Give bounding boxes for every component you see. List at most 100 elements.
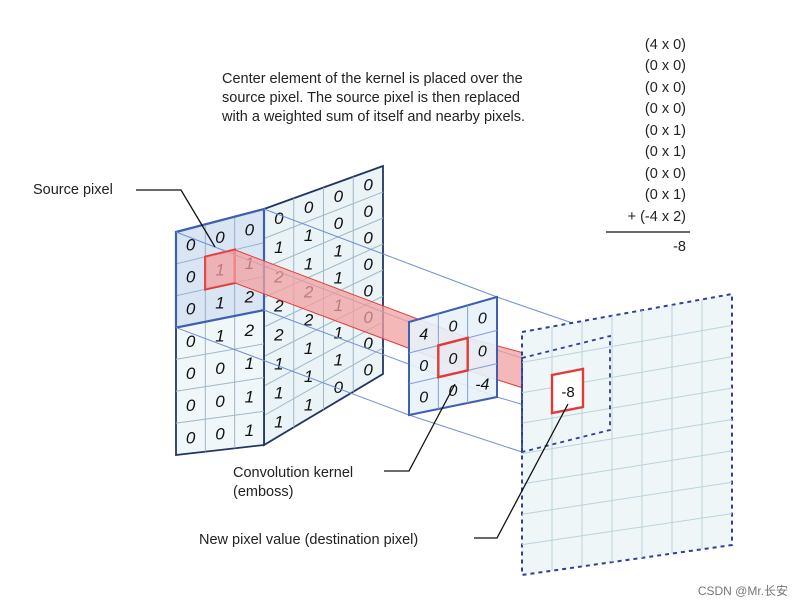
source-front-value: 0 [186, 396, 196, 415]
equation-term: (0 x 1) [644, 123, 686, 139]
projection-line [408, 414, 523, 453]
kernel-value: 0 [419, 358, 428, 375]
source-back-gridline [263, 217, 384, 269]
source-front-gridline [175, 377, 265, 392]
source-front-gridline [175, 343, 265, 360]
source-back-value: 0 [363, 334, 373, 353]
kernel-value: 0 [419, 389, 428, 406]
equation-term: (0 x 1) [644, 144, 686, 160]
kernel-label-line2: (emboss) [233, 484, 294, 500]
kernel-label-line1: Convolution kernel [233, 465, 354, 481]
kernel-value: 4 [419, 327, 428, 344]
source-front-gridline [175, 410, 265, 424]
kernel-value: 0 [478, 311, 487, 328]
source-front-value: 0 [186, 332, 196, 351]
source-front-value: 0 [186, 267, 196, 286]
kernel-value: 0 [449, 351, 458, 368]
source-front-value: 1 [245, 354, 254, 373]
source-back-value: 1 [334, 351, 343, 370]
source-pixel-label: Source pixel [33, 182, 113, 198]
source-back-value: 0 [304, 198, 314, 217]
source-back-value: 1 [274, 354, 283, 373]
source-back-value: 1 [304, 254, 313, 273]
destination-pixel-value: -8 [561, 384, 574, 401]
source-back-gridline [263, 191, 384, 239]
source-front-value: 0 [245, 221, 255, 240]
source-back-value: 0 [334, 378, 344, 397]
projection-line [175, 327, 410, 416]
destination-gridline [521, 450, 733, 485]
source-back-value: 1 [274, 238, 283, 257]
source-back-value: 1 [304, 367, 313, 386]
source-back-value: 0 [274, 209, 284, 228]
equation-term: (0 x 1) [644, 187, 686, 203]
source-front-value: 0 [215, 425, 225, 444]
destination-gridline [521, 419, 733, 454]
description-text: Center element of the kernel is placed o… [222, 70, 622, 127]
source-back-value: 0 [334, 214, 344, 233]
source-back-value: 1 [274, 384, 283, 403]
source-front-value: 0 [186, 300, 196, 319]
kernel-value: 0 [478, 344, 487, 361]
equation-term: (0 x 0) [644, 58, 686, 74]
source-front-value: 2 [244, 321, 255, 340]
source-back-value: 1 [334, 241, 343, 260]
source-back-value: 0 [334, 187, 344, 206]
destination-panel [521, 292, 733, 577]
equation-term: (0 x 0) [644, 80, 686, 96]
source-back-value: 2 [273, 325, 284, 344]
kernel-value: -4 [475, 377, 489, 394]
source-back-value: 2 [273, 296, 284, 315]
source-back-value: 1 [304, 339, 313, 358]
source-front-value: 0 [215, 228, 225, 247]
destination-projection-area [521, 334, 611, 454]
source-front-value: 1 [245, 421, 254, 440]
watermark: CSDN @Mr.长安 [697, 584, 788, 598]
destination-gridline [521, 387, 733, 424]
projection-line [263, 208, 498, 298]
destination-leader [474, 403, 569, 539]
kernel-value: 0 [449, 319, 458, 336]
description-line: source pixel. The source pixel is then r… [222, 90, 520, 106]
equation-result: -8 [673, 239, 686, 255]
source-back-value: 0 [363, 361, 373, 380]
source-back-value: 0 [363, 255, 373, 274]
source-front-value: 0 [186, 364, 196, 383]
kernel-center-highlight [437, 336, 469, 379]
source-back-gridline [263, 347, 384, 416]
source-back-value: 0 [363, 202, 373, 221]
equation-term: (0 x 0) [644, 166, 686, 182]
source-pixel-leader [136, 189, 216, 248]
source-front-value: 2 [244, 287, 255, 306]
destination-gridline [521, 324, 733, 363]
source-front-value: 0 [215, 392, 225, 411]
equation-term: (4 x 0) [644, 37, 686, 53]
kernel-value: 0 [449, 383, 458, 400]
kernel-leader [384, 383, 456, 472]
source-back-value: 1 [304, 226, 313, 245]
equation-term-last: + (-4 x 2) [627, 209, 686, 225]
source-back-value: 1 [304, 395, 313, 414]
source-back-value: 2 [303, 311, 314, 330]
source-front-value: 1 [215, 293, 224, 312]
source-front-value: 1 [215, 326, 224, 345]
source-front-value: 0 [186, 428, 196, 447]
source-front-value: 0 [186, 235, 196, 254]
source-back-value: 1 [274, 413, 283, 432]
description-line: Center element of the kernel is placed o… [222, 71, 523, 87]
source-back-value: 1 [334, 323, 343, 342]
source-back-value: 0 [363, 281, 373, 300]
source-back-value: 1 [334, 269, 343, 288]
destination-gridline [521, 513, 733, 546]
description-line: with a weighted sum of itself and nearby… [222, 109, 526, 125]
source-back-gridline [263, 321, 384, 387]
equation-term: (0 x 0) [644, 101, 686, 117]
source-back-value: 0 [363, 228, 373, 247]
source-front-value: 0 [215, 359, 225, 378]
destination-pixel-label: New pixel value (destination pixel) [199, 532, 419, 548]
destination-pixel-highlight [550, 367, 585, 415]
weighted-sum-equation: (4 x 0) (0 x 0) (0 x 0) (0 x 0) (0 x 1) … [600, 36, 690, 266]
kernel-label: Convolution kernel (emboss) [233, 464, 353, 502]
